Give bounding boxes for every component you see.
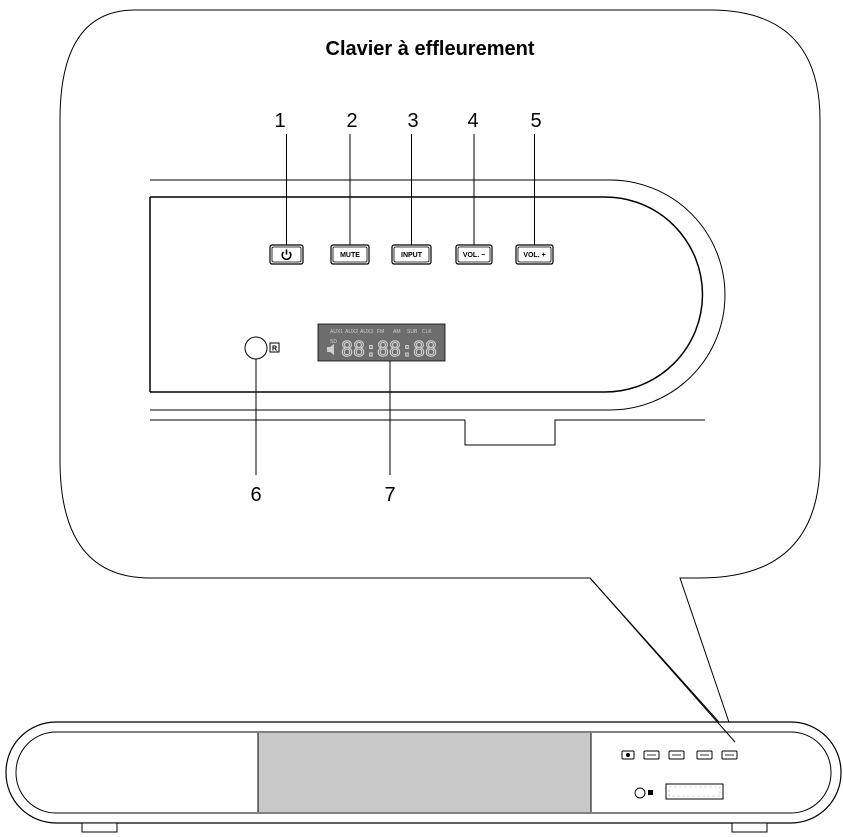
input-label: INPUT (401, 252, 423, 259)
mini-ir-sensor (634, 787, 646, 799)
ir-label: R (272, 346, 277, 353)
display-label-aux2: AUX2 (345, 329, 358, 335)
diagram-title: Clavier à effleurement (326, 38, 535, 60)
bubble-pointer (589, 577, 736, 743)
callout-3: 3 (407, 110, 418, 132)
display-label-clk: CLK (422, 329, 432, 335)
power-button[interactable] (269, 244, 304, 265)
display-label-sub: SUB (407, 329, 418, 335)
mini-buttons (621, 750, 738, 760)
input-button[interactable]: INPUT (391, 244, 432, 265)
enlarged-front-panel (149, 179, 726, 446)
right-foot (731, 822, 768, 833)
callout-4: 4 (467, 110, 478, 132)
speaker-icon (327, 344, 334, 355)
callout-7: 7 (384, 484, 395, 506)
power-icon (281, 249, 292, 261)
left-foot (81, 822, 118, 833)
mute-button[interactable]: MUTE (330, 244, 370, 265)
soundbar-unit (5, 721, 842, 833)
display-label-fm: FM (377, 329, 384, 335)
display-label-am: AM (393, 329, 401, 335)
speaker-grille (258, 733, 591, 812)
vol-plus-label: VOL. + (523, 252, 545, 259)
mini-display (665, 783, 724, 800)
callout-5: 5 (530, 110, 541, 132)
callout-bubble (59, 9, 821, 741)
callout-leaders (255, 134, 535, 475)
vol-minus-label: VOL. − (463, 252, 485, 259)
ir-sensor: R (244, 336, 280, 360)
vol-plus-button[interactable]: VOL. + (515, 244, 554, 265)
mute-label: MUTE (340, 252, 360, 259)
display-label-aux3: AUX3 (360, 329, 373, 335)
led-display: AUX1 AUX2 AUX3 FM AM SUB CLK SD 88:88:88 (317, 323, 446, 362)
callout-1: 1 (274, 110, 285, 132)
display-label-sd: SD (330, 339, 337, 345)
mini-ir-window (648, 790, 653, 795)
display-label-aux1: AUX1 (330, 329, 343, 335)
vol-minus-button[interactable]: VOL. − (455, 244, 493, 265)
callout-2: 2 (346, 110, 357, 132)
callout-6: 6 (250, 484, 261, 506)
display-digits: 88:88:88 (341, 337, 437, 361)
